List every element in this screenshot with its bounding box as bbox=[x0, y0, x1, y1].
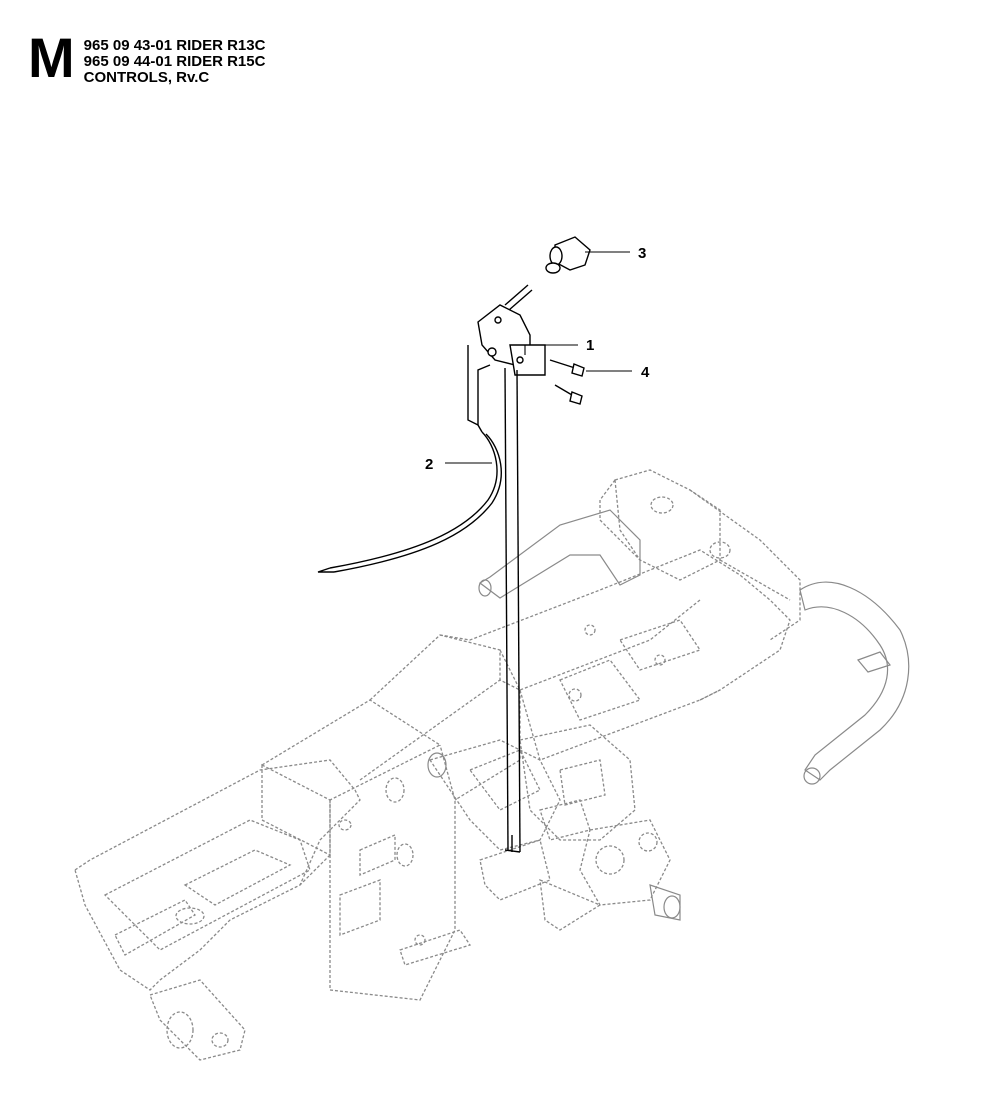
cable-part-2 bbox=[317, 345, 502, 573]
drawing-header: M 965 09 43-01 RIDER R13C 965 09 44-01 R… bbox=[28, 26, 266, 89]
drawing-title: CONTROLS, Rv.C bbox=[83, 69, 210, 86]
callout-1: 1 bbox=[524, 337, 594, 355]
model-line-r13c: 965 09 43-01 RIDER R13C bbox=[83, 37, 266, 54]
callout-label-2: 2 bbox=[425, 456, 433, 473]
section-letter: M bbox=[28, 26, 75, 89]
chassis-frame bbox=[74, 469, 910, 1061]
callout-3: 3 bbox=[585, 245, 646, 262]
title-block: 965 09 43-01 RIDER R13C 965 09 44-01 RID… bbox=[84, 34, 266, 86]
callout-label-1: 1 bbox=[586, 337, 594, 354]
knob-part-3 bbox=[545, 236, 591, 274]
callout-4: 4 bbox=[586, 364, 650, 381]
model-line-r15c: 965 09 44-01 RIDER R15C bbox=[83, 53, 266, 70]
control-parts bbox=[317, 236, 591, 853]
callout-2: 2 bbox=[425, 456, 492, 473]
screw-part-4 bbox=[549, 359, 585, 405]
lever-bracket-part-1 bbox=[477, 284, 546, 853]
callout-label-4: 4 bbox=[641, 364, 650, 381]
callout-label-3: 3 bbox=[638, 245, 646, 262]
